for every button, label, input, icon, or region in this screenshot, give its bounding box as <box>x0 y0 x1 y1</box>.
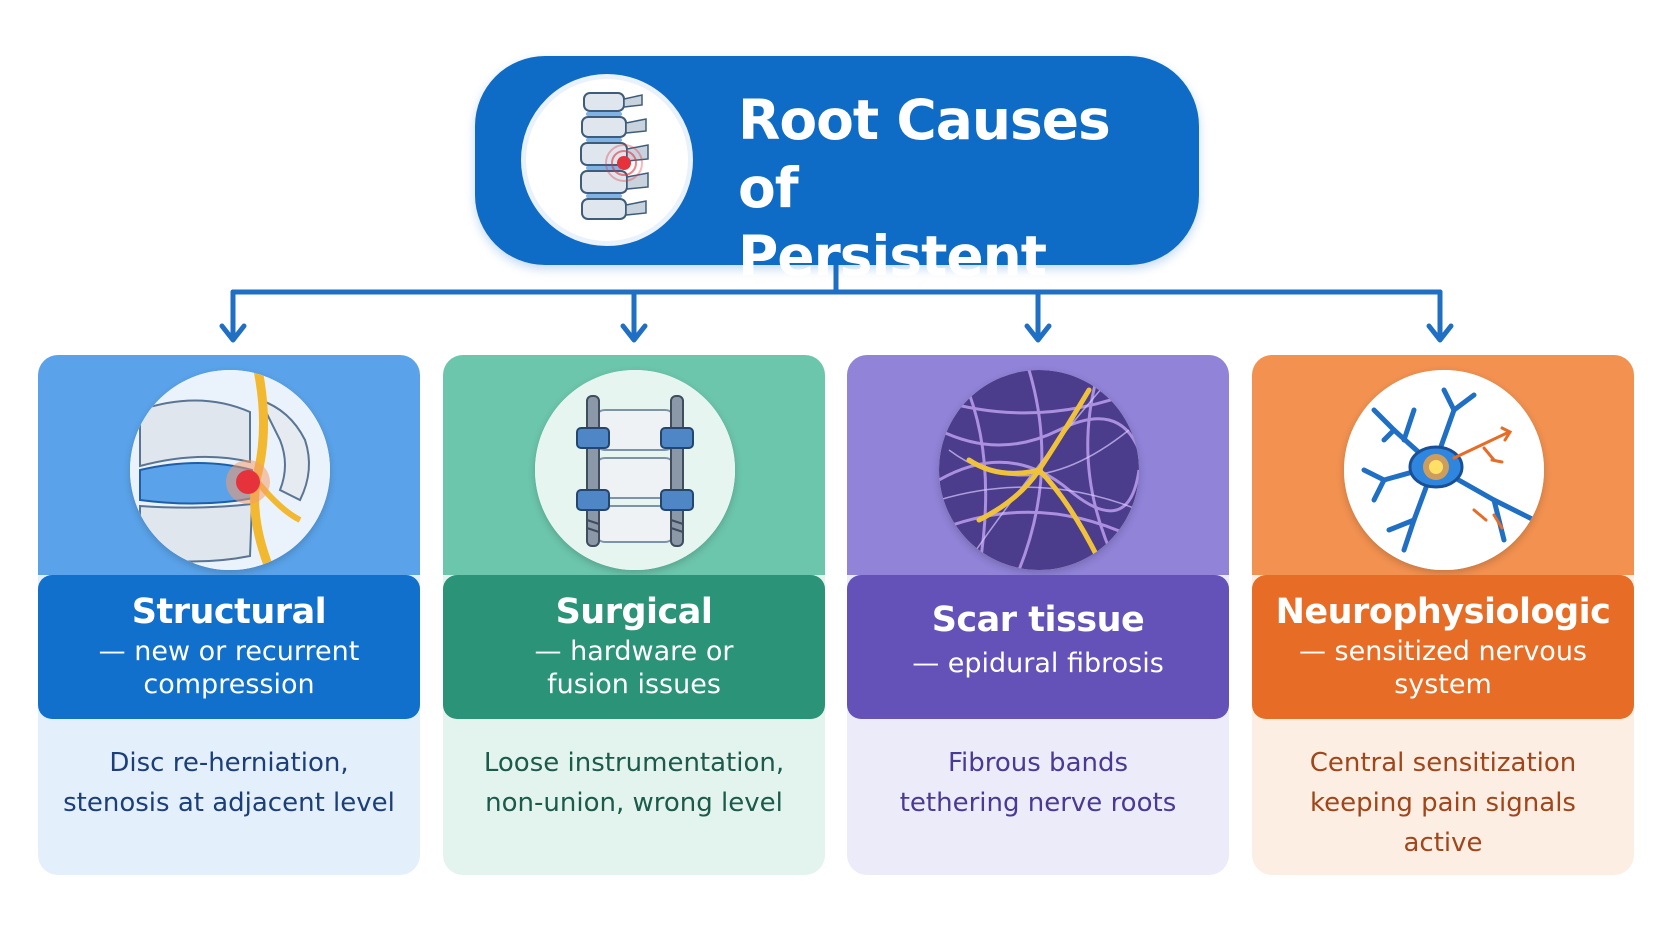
card-label: Scar tissue — epidural fibrosis <box>847 575 1229 719</box>
title-line-1: Root Causes of <box>738 88 1111 220</box>
card-subtitle: — new or recurrent compression <box>98 636 360 700</box>
card-subtitle: — hardware or fusion issues <box>534 636 734 700</box>
card-surgical: Surgical — hardware or fusion issues Loo… <box>443 355 825 875</box>
spinal-hardware-icon <box>535 370 735 570</box>
card-title: Neurophysiologic <box>1275 592 1611 632</box>
card-neurophysiologic: Neurophysiologic — sensitized nervous sy… <box>1252 355 1634 875</box>
spine-pain-icon <box>521 74 693 246</box>
card-title: Surgical <box>555 592 713 632</box>
header-banner: Root Causes of Persistent Pain <box>475 56 1199 356</box>
card-detail: Fibrous bands tethering nerve roots <box>899 748 1177 818</box>
card-label: Surgical — hardware or fusion issues <box>443 575 825 719</box>
card-title: Scar tissue <box>931 600 1145 640</box>
neuron-icon <box>1344 370 1544 570</box>
herniated-disc-icon <box>130 370 330 570</box>
title-line-2: Persistent Pain <box>738 224 1047 356</box>
card-detail: Loose instrumentation, non-union, wrong … <box>483 748 785 818</box>
card-structural: Structural — new or recurrent compressio… <box>38 355 420 875</box>
card-subtitle: — epidural fibrosis <box>912 648 1164 679</box>
card-label: Neurophysiologic — sensitized nervous sy… <box>1252 575 1634 719</box>
card-subtitle: — sensitized nervous system <box>1298 636 1588 700</box>
card-detail: Central sensitization keeping pain signa… <box>1309 748 1577 858</box>
fibrosis-icon <box>939 370 1139 570</box>
card-scar-tissue: Scar tissue — epidural fibrosis Fibrous … <box>847 355 1229 875</box>
card-title: Structural <box>131 592 327 632</box>
card-label: Structural — new or recurrent compressio… <box>38 575 420 719</box>
card-detail: Disc re-herniation, stenosis at adjacent… <box>63 748 395 818</box>
page-title: Root Causes of Persistent Pain <box>738 86 1178 358</box>
